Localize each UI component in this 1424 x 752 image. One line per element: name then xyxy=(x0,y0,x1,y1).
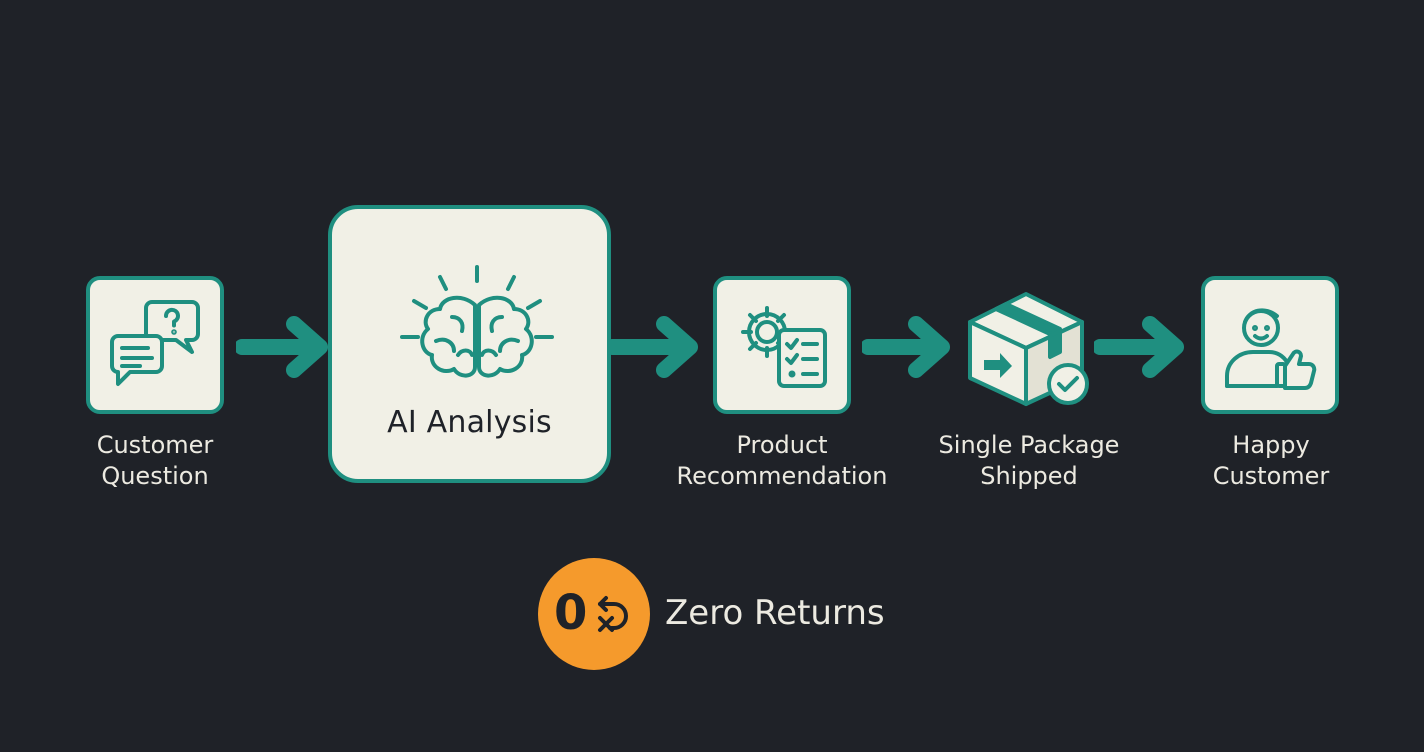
flow-arrow-1 xyxy=(236,316,328,378)
ai-analysis-card: AI Analysis xyxy=(328,205,611,483)
product-recommendation-label-line-2: Recommendation xyxy=(676,462,888,490)
gear-checklist-icon xyxy=(741,306,827,388)
package-check-icon xyxy=(968,292,1089,406)
zero-returns-value: 0 xyxy=(554,585,588,641)
happy-customer-label-line-1: Happy xyxy=(1232,431,1310,459)
single-package-shipped-label-line-1: Single Package xyxy=(938,431,1120,459)
happy-customer-card xyxy=(1201,276,1339,414)
product-recommendation-label-line-1: Product xyxy=(736,431,828,459)
customer-question-label-line-2: Question xyxy=(101,462,209,490)
zero-returns-badge: 0 xyxy=(538,558,650,670)
happy-customer-label-line-2: Customer xyxy=(1212,462,1330,490)
customer-question-label: Customer Question xyxy=(35,430,275,492)
person-thumbs-up-icon xyxy=(1225,308,1317,390)
flow-arrow-3 xyxy=(862,316,950,378)
return-cancel-icon xyxy=(598,596,628,632)
happy-customer-label: Happy Customer xyxy=(1151,430,1391,492)
flow-arrow-2 xyxy=(608,316,698,378)
ai-analysis-label: AI Analysis xyxy=(387,405,552,440)
chat-question-icon xyxy=(110,300,200,386)
customer-question-label-line-1: Customer xyxy=(96,431,214,459)
product-recommendation-card xyxy=(713,276,851,414)
flow-arrow-4 xyxy=(1094,316,1184,378)
single-package-shipped-label: Single Package Shipped xyxy=(909,430,1149,492)
single-package-shipped-label-line-2: Shipped xyxy=(980,462,1078,490)
zero-returns-label: Zero Returns xyxy=(665,593,885,633)
product-recommendation-label: Product Recommendation xyxy=(662,430,902,492)
customer-question-card xyxy=(86,276,224,414)
brain-icon xyxy=(400,265,554,378)
